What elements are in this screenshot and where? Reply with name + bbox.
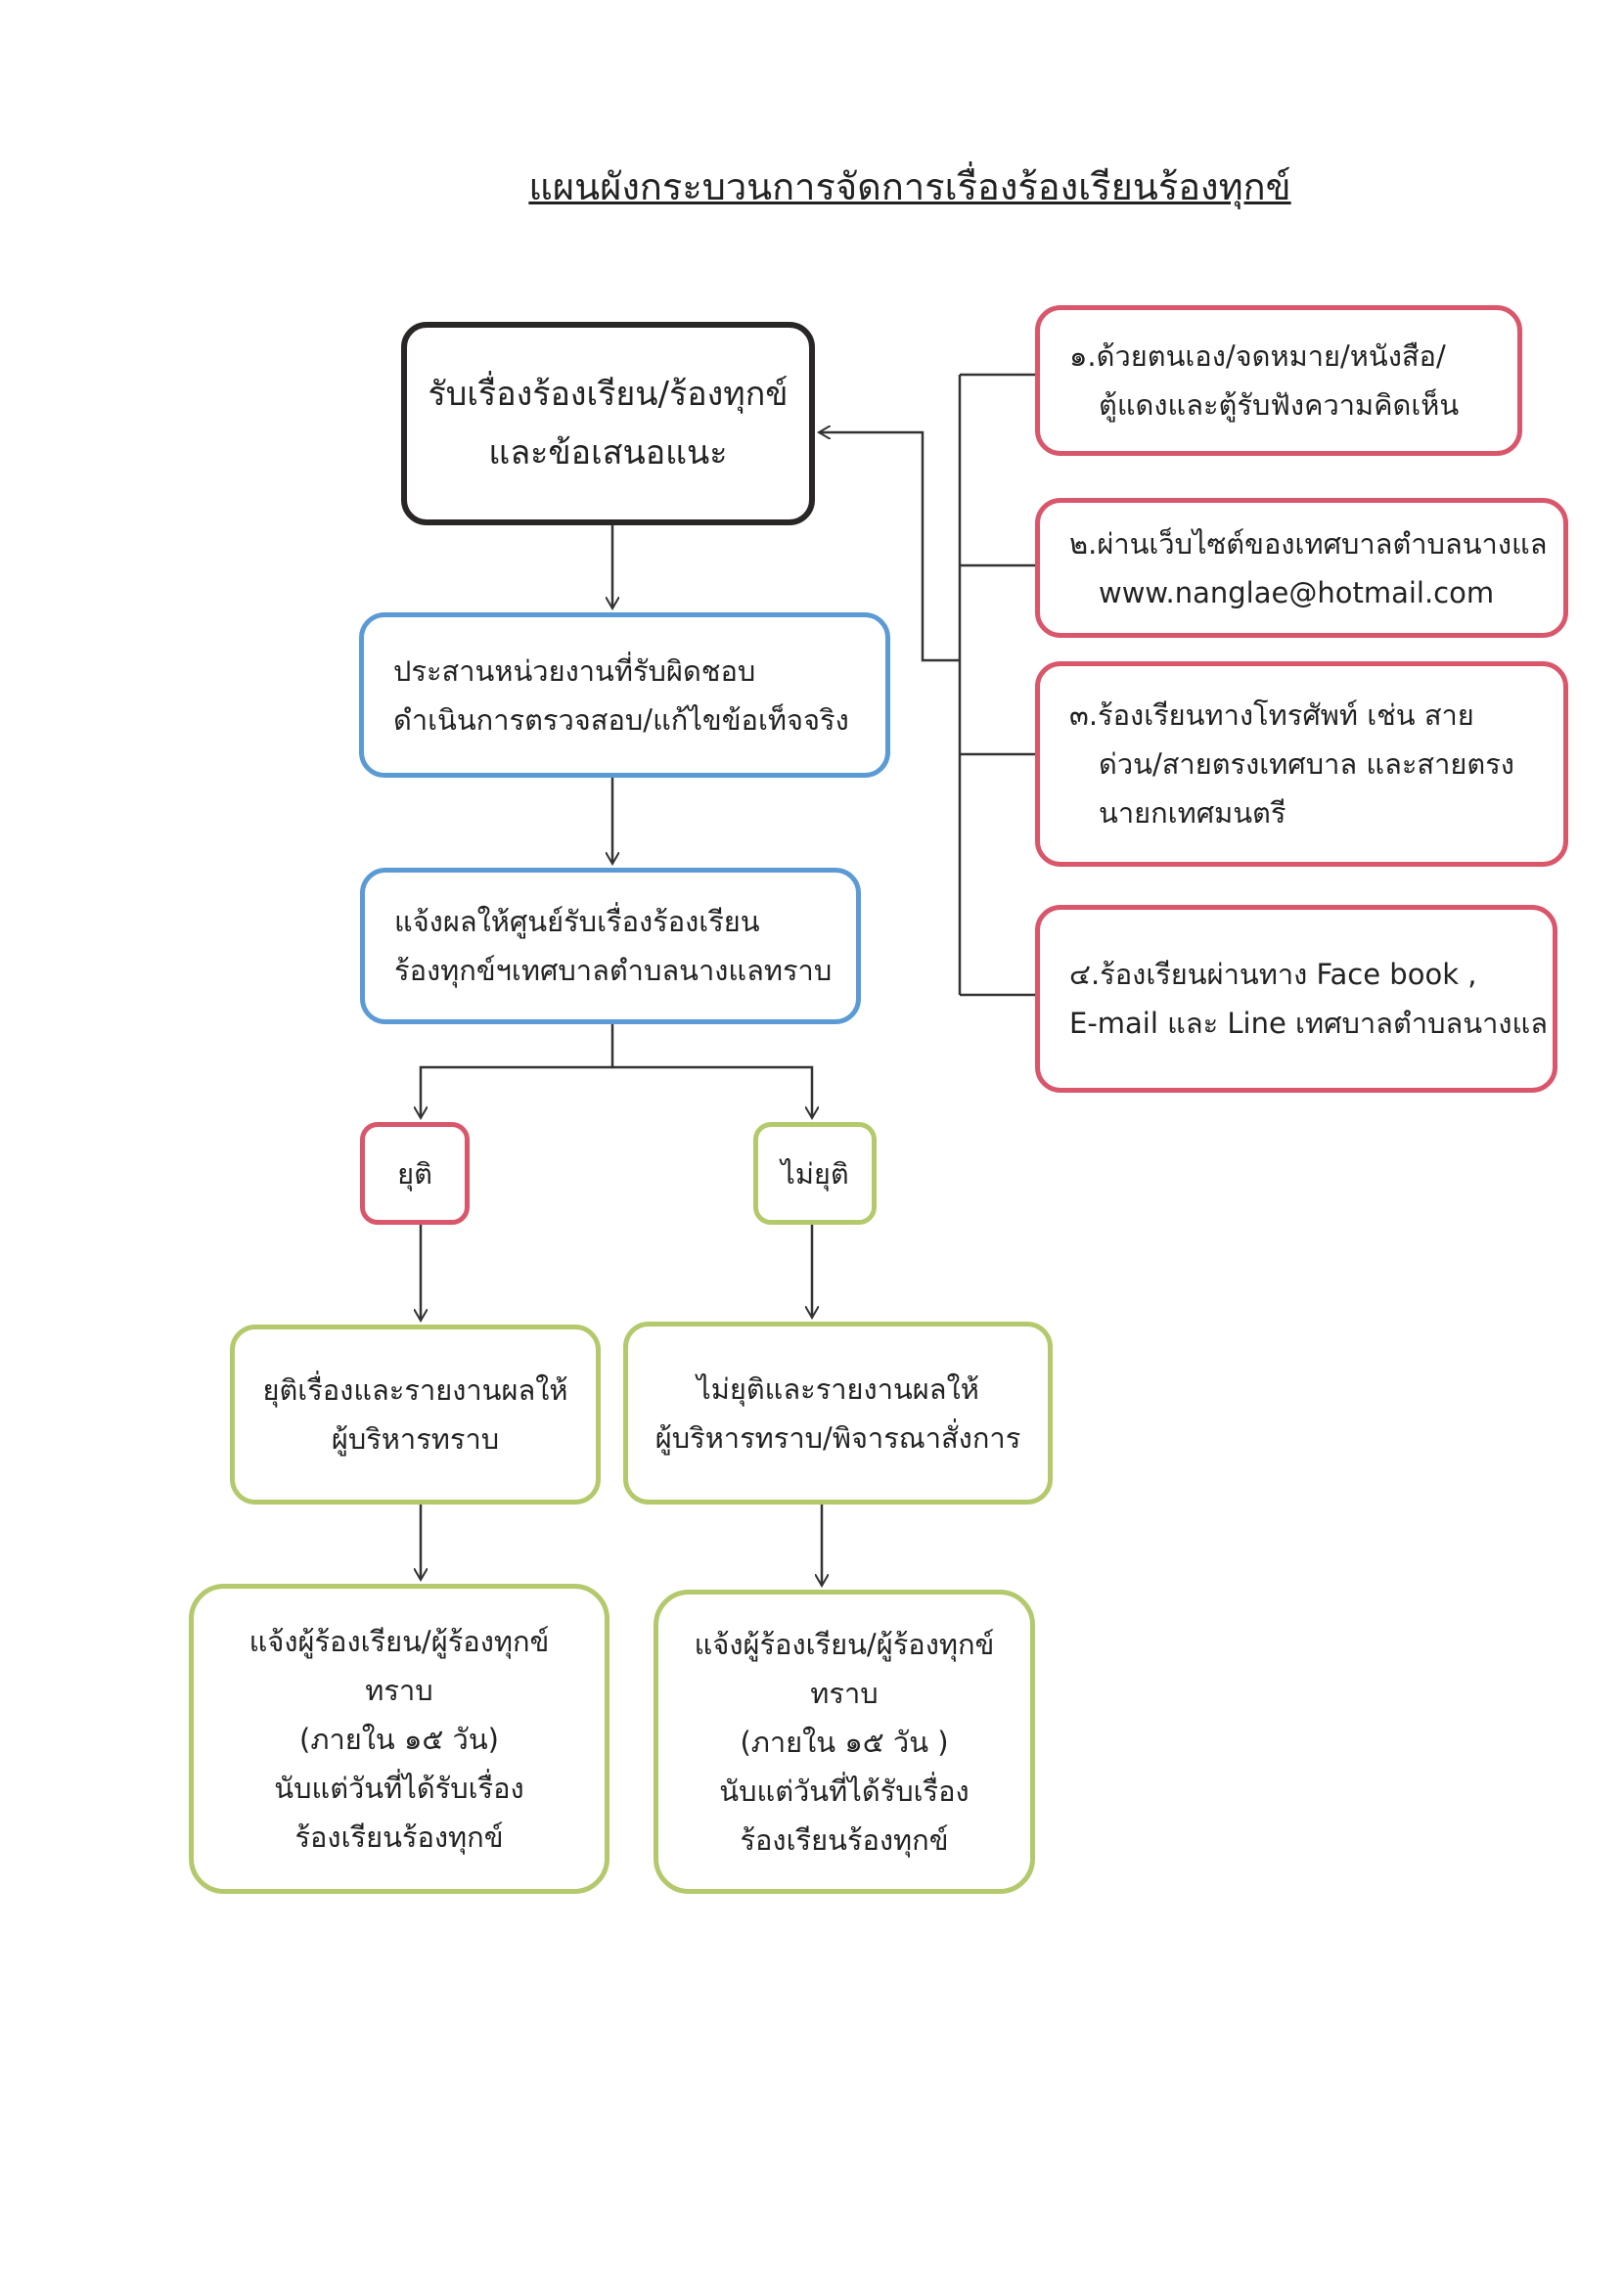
terminate-report-box: ยุติเรื่องและรายงานผลให้ ผู้บริหารทราบ <box>230 1325 601 1505</box>
box-line: นายกเทศมนตรี <box>1099 796 1286 830</box>
notify-center-box: แจ้งผลให้ศูนย์รับเรื่องร้องเรียน ร้องทุก… <box>360 868 861 1024</box>
box-line: ยุติเรื่องและรายงานผลให้ <box>262 1373 568 1407</box>
box-line: นับแต่วันที่ได้รับเรื่อง <box>719 1774 970 1808</box>
box-line: ทราบ <box>365 1673 433 1707</box>
not-terminate-report-box: ไม่ยุติและรายงานผลให้ ผู้บริหารทราบ/พิจา… <box>623 1322 1053 1505</box>
box-line: ๔.ร้องเรียนผ่านทาง Face book , <box>1069 958 1477 991</box>
box-line: ๒.ผ่านเว็บไซต์ของเทศบาลตำบลนางแล <box>1069 526 1548 561</box>
box-line: (ภายใน ๑๕ วัน) <box>299 1722 499 1756</box>
not-terminate-box: ไม่ยุติ <box>753 1122 877 1225</box>
channel-phone-box: ๓.ร้องเรียนทางโทรศัพท์ เช่น สาย ด่วน/สาย… <box>1035 661 1568 867</box>
box-line: ตู้แดงและตู้รับฟังความคิดเห็น <box>1099 388 1460 422</box>
box-line: ผู้บริหารทราบ <box>331 1422 500 1456</box>
box-line: และข้อเสนอแนะ <box>488 433 728 472</box>
box-line: ๓.ร้องเรียนทางโทรศัพท์ เช่น สาย <box>1069 698 1474 732</box>
notify-complainant-left-box: แจ้งผู้ร้องเรียน/ผู้ร้องทุกข์ ทราบ (ภายใ… <box>189 1584 609 1894</box>
box-line: ร้องทุกข์ฯเทศบาลตำบลนางแลทราบ <box>394 954 833 987</box>
coordinate-box: ประสานหน่วยงานที่รับผิดชอบ ดำเนินการตรวจ… <box>359 612 890 778</box>
branch-line <box>421 1024 614 1118</box>
receive-complaint-box: รับเรื่องร้องเรียน/ร้องทุกข์ และข้อเสนอแ… <box>401 322 815 525</box>
channel-website-box: ๒.ผ่านเว็บไซต์ของเทศบาลตำบลนางแล www.nan… <box>1035 498 1568 638</box>
box-line: แจ้งผลให้ศูนย์รับเรื่องร้องเรียน <box>394 905 760 938</box>
box-line: ผู้บริหารทราบ/พิจารณาสั่งการ <box>654 1420 1021 1455</box>
box-line: www.nanglae@hotmail.com <box>1099 575 1495 609</box>
box-line: (ภายใน ๑๕ วัน ) <box>740 1725 949 1759</box>
box-line: ร้องเรียนร้องทุกข์ <box>740 1822 949 1857</box>
box-line: รับเรื่องร้องเรียน/ร้องทุกข์ <box>428 375 789 414</box>
box-line: E-mail และ Line เทศบาลตำบลนางแล <box>1069 1007 1548 1040</box>
channel-in-person-box: ๑.ด้วยตนเอง/จดหมาย/หนังสือ/ ตู้แดงและตู้… <box>1035 305 1522 456</box>
channel-social-box: ๔.ร้องเรียนผ่านทาง Face book , E-mail แล… <box>1035 905 1557 1093</box>
box-line: นับแต่วันที่ได้รับเรื่อง <box>274 1771 524 1805</box>
box-line: ร้องเรียนร้องทุกข์ <box>294 1820 504 1854</box>
box-line: ทราบ <box>810 1676 879 1710</box>
box-line: แจ้งผู้ร้องเรียน/ผู้ร้องทุกข์ <box>248 1624 550 1658</box>
box-line: ดำเนินการตรวจสอบ/แก้ไขข้อเท็จจริง <box>393 702 849 737</box>
box-line: ไม่ยุติ <box>781 1156 849 1191</box>
notify-complainant-right-box: แจ้งผู้ร้องเรียน/ผู้ร้องทุกข์ ทราบ (ภายใ… <box>654 1590 1035 1894</box>
arrow-channels-to-receive <box>819 432 960 662</box>
branch-line-right <box>612 1065 812 1118</box>
box-line: ด่วน/สายตรงเทศบาล และสายตรง <box>1099 747 1514 781</box>
box-line: ไม่ยุติและรายงานผลให้ <box>697 1371 979 1406</box>
box-line: ๑.ด้วยตนเอง/จดหมาย/หนังสือ/ <box>1069 339 1446 373</box>
terminate-box: ยุติ <box>360 1122 470 1225</box>
page-title: แผนผังกระบวนการจัดการเรื่องร้องเรียนร้อง… <box>528 165 1291 208</box>
box-line: ยุติ <box>397 1156 432 1191</box>
box-line: แจ้งผู้ร้องเรียน/ผู้ร้องทุกข์ <box>694 1627 995 1661</box>
box-line: ประสานหน่วยงานที่รับผิดชอบ <box>393 653 756 688</box>
